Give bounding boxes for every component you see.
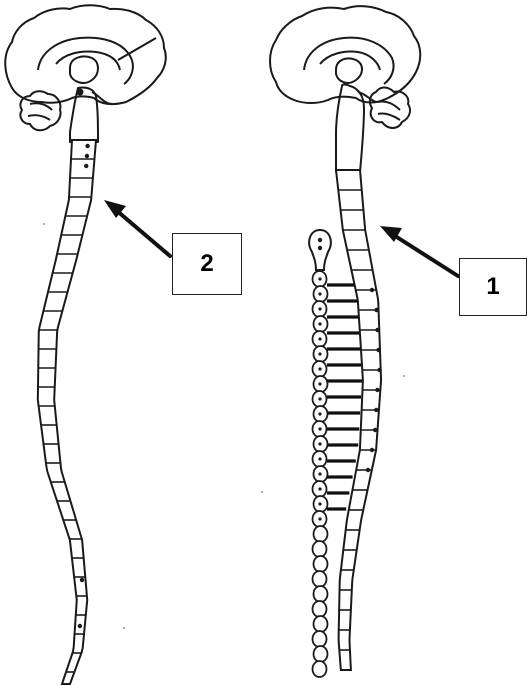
right-cerebrum bbox=[270, 6, 420, 103]
left-cns-figure bbox=[5, 5, 166, 142]
chain-ganglion bbox=[313, 601, 327, 617]
chain-ganglion bbox=[313, 571, 327, 587]
left-cerebrum bbox=[5, 5, 166, 104]
label-box-2: 2 bbox=[172, 233, 242, 295]
chain-ganglion bbox=[314, 646, 328, 662]
chain-ganglion bbox=[313, 661, 327, 677]
chain-ganglion bbox=[314, 616, 328, 632]
nerve-dot bbox=[80, 578, 84, 582]
nerve-dot bbox=[366, 468, 370, 472]
label-box-1: 1 bbox=[459, 258, 527, 316]
label-1-text: 1 bbox=[486, 273, 499, 301]
nerve-dot bbox=[376, 348, 380, 352]
right-cns-figure bbox=[270, 6, 420, 172]
nerve-dot bbox=[370, 448, 374, 452]
nerve-dot bbox=[374, 408, 378, 412]
left-cerebellum bbox=[20, 91, 60, 130]
right-cerebellum bbox=[370, 88, 410, 129]
arrow-2 bbox=[104, 200, 170, 256]
nerve-dot bbox=[85, 154, 89, 158]
nerve-dot bbox=[375, 388, 379, 392]
chain-ganglion bbox=[314, 586, 328, 602]
nerve-dot bbox=[377, 368, 381, 372]
nerve-dot bbox=[85, 144, 89, 148]
cord-outline bbox=[336, 170, 381, 670]
chain-ganglion bbox=[313, 631, 327, 647]
label-2-text: 2 bbox=[200, 250, 213, 278]
chain-ganglion bbox=[314, 526, 328, 542]
nerve-dot bbox=[375, 328, 379, 332]
chain-ganglion bbox=[313, 541, 327, 557]
nerve-dot bbox=[370, 288, 374, 292]
arrow-1 bbox=[380, 226, 458, 276]
nerve-dot bbox=[84, 164, 88, 168]
cord-outline bbox=[38, 140, 96, 684]
nerve-dot bbox=[374, 308, 378, 312]
nerve-dot bbox=[78, 624, 82, 628]
nerve-dot bbox=[373, 428, 377, 432]
left-spinal-cord bbox=[38, 140, 96, 684]
sympathetic-chain bbox=[309, 230, 362, 677]
left-inner-fold bbox=[38, 38, 133, 84]
right-spinal-cord bbox=[336, 170, 382, 670]
chain-ganglion bbox=[314, 556, 328, 572]
